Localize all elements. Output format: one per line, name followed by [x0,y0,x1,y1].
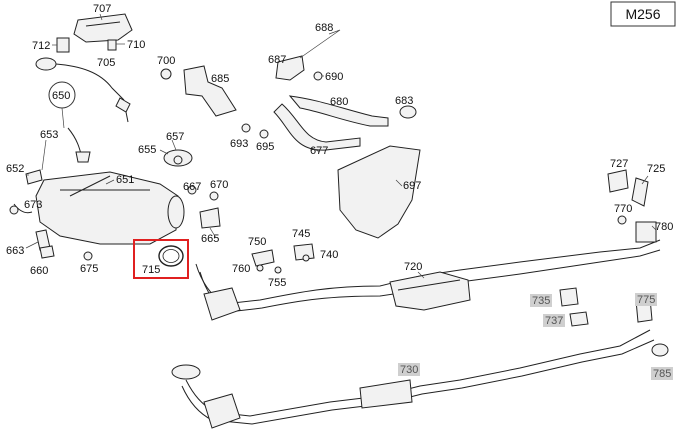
label-650[interactable]: 650 [52,90,70,102]
nut-670 [209,191,219,201]
label-667[interactable]: 667 [183,181,201,193]
label-730-bg [398,363,420,376]
label-652[interactable]: 652 [6,163,24,175]
front-pipe-lower [171,329,655,429]
sensor-652 [25,169,43,185]
label-660[interactable]: 660 [30,265,48,277]
bolt-740 [302,254,310,262]
label-780[interactable]: 780 [655,221,673,233]
clamp-770 [617,215,627,225]
pipe-680-677 [273,95,389,151]
label-735[interactable]: 735 [532,295,550,307]
label-730[interactable]: 730 [400,364,418,376]
bolt-695 [259,129,269,139]
bracket-712 [56,37,70,53]
label-720[interactable]: 720 [404,261,422,273]
label-700[interactable]: 700 [157,55,175,67]
bolt-690 [313,71,323,81]
engine-code-box: M256 [610,1,676,27]
bolt-710 [107,39,117,51]
label-670[interactable]: 670 [210,179,228,191]
rubber-mount-745 [293,243,315,261]
bolt-693 [241,123,251,133]
bracket-700 [160,68,172,80]
label-707[interactable]: 707 [93,3,111,15]
label-675[interactable]: 675 [80,263,98,275]
label-653[interactable]: 653 [40,129,58,141]
label-785-bg [651,367,673,380]
label-693[interactable]: 693 [230,138,248,150]
leader-lines [25,13,657,279]
nut-667 [187,185,197,195]
label-685[interactable]: 685 [211,73,229,85]
heat-shield-697 [337,145,421,239]
bracket-685 [183,65,237,117]
label-657[interactable]: 657 [166,131,184,143]
label-737-bg [543,314,565,327]
label-755[interactable]: 755 [268,277,286,289]
label-712[interactable]: 712 [32,40,50,52]
bolt-755 [274,266,282,274]
label-775-bg [635,293,657,306]
engine-code: M256 [625,6,660,22]
bracket-725 [631,177,649,207]
label-745[interactable]: 745 [292,228,310,240]
label-705[interactable]: 705 [97,57,115,69]
label-737[interactable]: 737 [545,315,563,327]
label-727[interactable]: 727 [610,158,628,170]
label-750[interactable]: 750 [248,236,266,248]
hanger-735 [559,287,579,307]
label-673[interactable]: 673 [24,199,42,211]
highlight-frame [133,239,189,279]
mount-737 [569,311,589,327]
label-695[interactable]: 695 [256,141,274,153]
label-735-bg [530,294,552,307]
nut-760 [256,264,264,272]
label-770[interactable]: 770 [614,203,632,215]
label-760[interactable]: 760 [232,263,250,275]
label-687[interactable]: 687 [268,54,286,66]
lambda-sensor-653 [67,127,91,163]
grey-labels: 735 737 775 730 785 [398,293,673,380]
label-680[interactable]: 680 [330,96,348,108]
clamp-657 [173,155,183,165]
sensor-673 [9,203,33,215]
label-785[interactable]: 785 [653,368,671,380]
bracket-660 [39,245,55,259]
label-715[interactable]: 715 [142,264,160,276]
label-683[interactable]: 683 [395,95,413,107]
gasket-715-highlight[interactable] [133,239,189,279]
clamp-785 [651,343,669,357]
label-688[interactable]: 688 [315,22,333,34]
catalytic-converter-651 [35,171,185,245]
label-775[interactable]: 775 [637,294,655,306]
bolt-675 [83,251,93,261]
clamp-683 [399,105,417,119]
label-665[interactable]: 665 [201,233,219,245]
control-unit-707 [73,13,133,43]
label-710[interactable]: 710 [127,39,145,51]
bracket-750 [251,249,275,267]
label-677[interactable]: 677 [310,145,328,157]
label-740[interactable]: 740 [320,249,338,261]
label-690[interactable]: 690 [325,71,343,83]
bracket-665 [199,207,221,229]
label-697[interactable]: 697 [403,180,421,192]
label-663[interactable]: 663 [6,245,24,257]
label-725[interactable]: 725 [647,163,665,175]
center-muffler-720 [389,271,471,311]
label-651[interactable]: 651 [116,174,134,186]
label-655[interactable]: 655 [138,144,156,156]
sensor-705 [35,57,131,123]
clamp-780 [635,221,657,243]
hanger-727 [607,169,629,193]
bracket-687 [275,55,305,81]
